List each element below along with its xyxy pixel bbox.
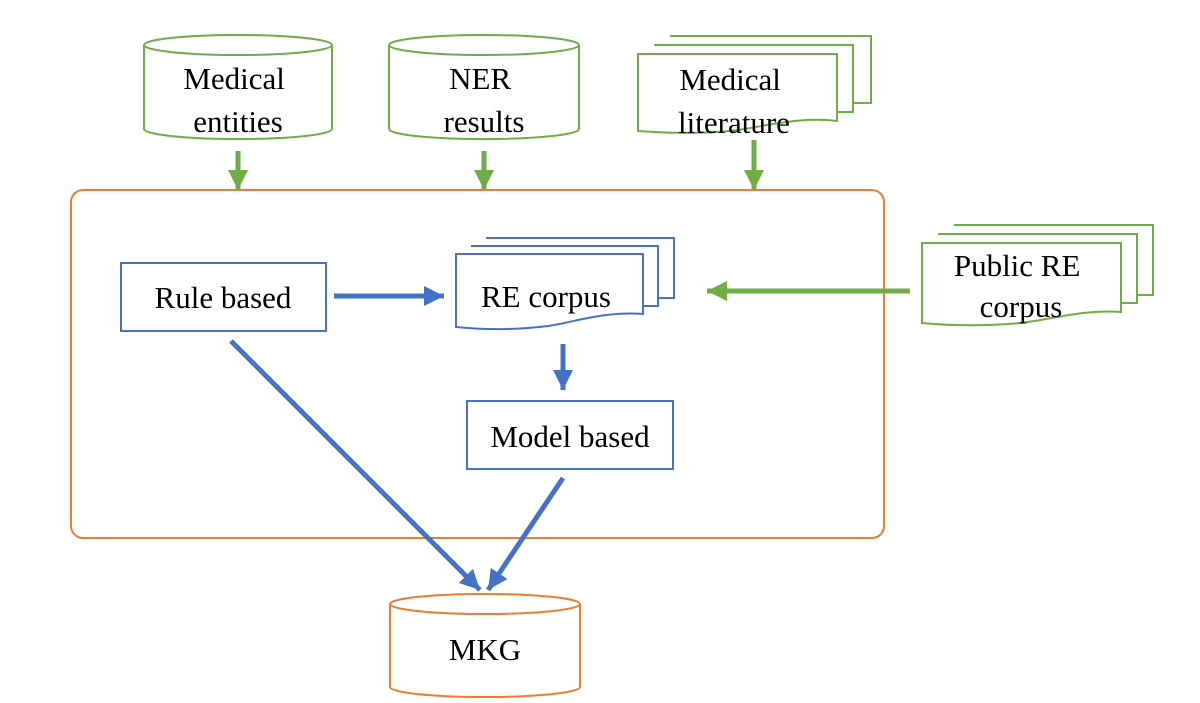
- mkg-label: MKG: [449, 632, 521, 667]
- public-re-corpus-label-line-1: Public RE: [954, 248, 1081, 283]
- arrow-model-based-to-mkg: [485, 476, 566, 592]
- re-corpus-label: RE corpus: [481, 279, 611, 314]
- medical-entities-label-line-2: entities: [193, 104, 283, 139]
- medical-literature-label-line-1: Medical: [679, 62, 781, 97]
- medical-entities-label-line-1: Medical: [183, 61, 285, 96]
- medical-literature-node: Medical literature: [637, 35, 872, 140]
- public-re-corpus-node: Public RE corpus: [921, 224, 1154, 327]
- ner-results-label-line-2: results: [444, 104, 525, 139]
- rule-based-node: Rule based: [120, 262, 327, 332]
- svg-text:Public RE corpus: Public RE corpus: [954, 248, 1088, 324]
- re-process-group: [70, 189, 885, 539]
- svg-text:NER results: NER results: [444, 61, 525, 139]
- svg-text:Medical literature: Medical literature: [678, 62, 790, 140]
- svg-text:Medical entities: Medical entities: [183, 61, 292, 139]
- medical-entities-node: Medical entities: [143, 34, 333, 140]
- model-based-label: Model based: [490, 419, 650, 454]
- re-corpus-node: RE corpus: [455, 237, 675, 331]
- model-based-node: Model based: [466, 400, 674, 470]
- mkg-node: MKG: [389, 593, 581, 698]
- rule-based-label: Rule based: [155, 280, 292, 315]
- ner-results-node: NER results: [388, 34, 580, 141]
- medical-literature-label-line-2: literature: [678, 105, 790, 140]
- public-re-corpus-label-line-2: corpus: [980, 289, 1063, 324]
- ner-results-label-line-1: NER: [449, 61, 511, 96]
- arrow-rule-based-to-mkg: [229, 339, 482, 592]
